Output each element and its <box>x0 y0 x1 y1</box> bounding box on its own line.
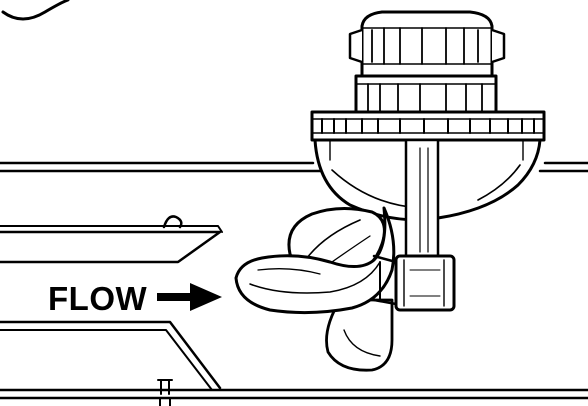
impeller-blades <box>234 206 398 372</box>
meter-shaft <box>404 138 440 260</box>
flow-label: FLOW <box>48 280 147 317</box>
cap-tab-left <box>348 28 364 64</box>
lower-plate <box>0 320 222 391</box>
plate-screw <box>162 215 183 229</box>
meter-cap <box>348 10 506 78</box>
impeller-blade-front <box>234 206 396 315</box>
flow-arrow <box>157 283 222 311</box>
pipe-top-wall <box>0 161 588 173</box>
impeller-blade-lower <box>325 298 394 372</box>
meter-neck <box>354 74 498 114</box>
bottom-fitting <box>157 379 173 406</box>
shaft-collar <box>394 254 456 312</box>
corner-circle-fragment <box>1 0 70 21</box>
upper-plate <box>0 215 223 264</box>
pipe-bottom-wall <box>0 388 588 400</box>
cap-tab-right <box>490 28 506 64</box>
meter-flange <box>310 110 546 142</box>
